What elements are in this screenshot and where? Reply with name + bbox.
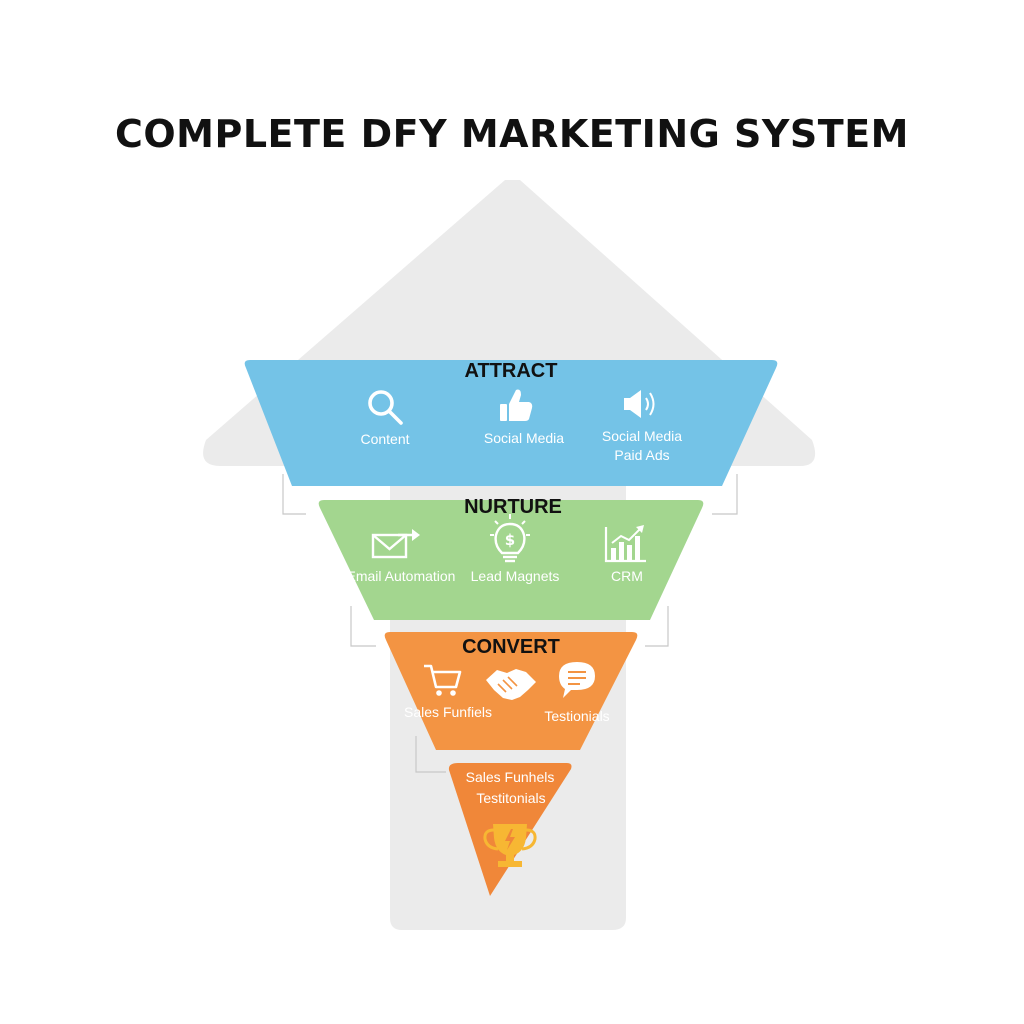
- nurture-item-email-automation-label: Email Automation: [346, 568, 456, 584]
- convert-item-testimonials-label: Testionials: [544, 708, 610, 724]
- bar-chart-icon: [604, 525, 646, 563]
- nurture-item-lead-magnets-label: Lead Magnets: [470, 568, 560, 584]
- search-icon: [368, 390, 403, 425]
- chat-bubble-icon: [559, 662, 595, 698]
- connector-left-1: [282, 474, 306, 515]
- email-icon: [371, 529, 420, 559]
- result-line-1: Sales Funhels: [465, 769, 555, 785]
- svg-text:$: $: [505, 531, 515, 549]
- shopping-cart-icon: [424, 664, 462, 696]
- attract-item-paid-ads-line2: Paid Ads: [614, 447, 670, 463]
- megaphone-icon: [624, 390, 655, 418]
- attract-item-paid-ads-line1: Social Media: [601, 428, 683, 444]
- handshake-icon: [486, 669, 536, 700]
- page-title: COMPLETE DFY MARKETING SYSTEM: [114, 112, 909, 156]
- nurture-item-crm-label: CRM: [611, 568, 643, 584]
- result-line-2: Testitonials: [476, 790, 546, 806]
- lightbulb-dollar-icon: $: [490, 514, 530, 563]
- convert-item-sales-funnels-label: Sales Funfiels: [404, 704, 492, 720]
- connector-right-1: [712, 474, 738, 515]
- attract-item-content-label: Content: [360, 431, 410, 447]
- connector-left-2: [350, 606, 376, 647]
- nurture-stage-title: NURTURE: [464, 496, 562, 518]
- connector-right-2: [645, 606, 669, 647]
- connector-lines: [282, 474, 738, 773]
- thumbs-up-icon: [500, 389, 533, 421]
- connector-left-3: [415, 736, 446, 773]
- convert-stage-title: CONVERT: [462, 636, 560, 658]
- attract-stage-title: ATTRACT: [464, 360, 558, 382]
- attract-item-social-media-label: Social Media: [483, 430, 565, 446]
- attract-item-paid-ads-label: Social Media Paid Ads: [602, 427, 682, 465]
- trophy-icon: [483, 824, 537, 867]
